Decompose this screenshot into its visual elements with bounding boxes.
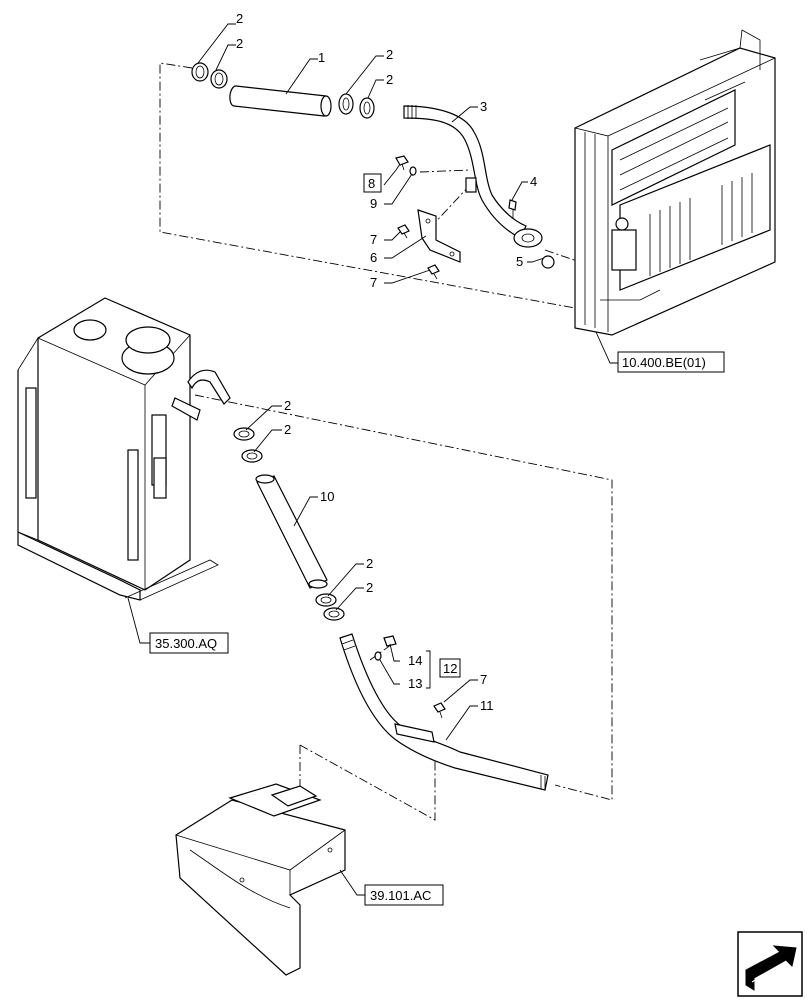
callout-3: 3 — [480, 99, 487, 114]
bolt-7-lower — [427, 264, 440, 280]
bracket-6 — [417, 209, 461, 263]
callout-14: 14 — [408, 653, 422, 668]
hose-clamp — [315, 593, 337, 607]
callout-6: 6 — [370, 250, 377, 265]
callout-1: 1 — [318, 50, 325, 65]
ref-link-tank[interactable]: 35.300.AQ — [149, 632, 229, 654]
assembly-line-bracket — [429, 184, 471, 229]
ref-label-radiator: 10.400.BE(01) — [622, 355, 706, 370]
bolt-7-pipe11 — [433, 702, 446, 719]
callout-2: 2 — [284, 422, 291, 437]
hydraulic-tank — [17, 297, 231, 601]
callout-2: 2 — [284, 398, 291, 413]
callout-7: 7 — [480, 672, 487, 687]
callout-12: 12 — [443, 661, 457, 676]
washer-9 — [409, 166, 417, 176]
hose-clamp — [210, 69, 228, 89]
callout-2: 2 — [236, 11, 243, 26]
ref-link-support[interactable]: 39.101.AC — [364, 884, 444, 906]
callout-2: 2 — [386, 47, 393, 62]
o-ring-5 — [541, 255, 555, 269]
ref-link-radiator[interactable]: 10.400.BE(01) — [617, 351, 725, 373]
bolt-8 — [395, 155, 409, 171]
hose-clamp — [241, 449, 263, 463]
assembly-line-lower — [299, 744, 436, 821]
hose-clamp — [233, 427, 255, 441]
callout-11: 11 — [480, 698, 494, 713]
radiator-assembly — [574, 29, 776, 336]
assembly-line-flange — [544, 249, 581, 263]
callout-9: 9 — [370, 196, 377, 211]
next-page-arrow-icon[interactable] — [737, 931, 803, 997]
hose-clamp — [323, 607, 345, 621]
hose-10 — [255, 474, 328, 589]
assembly-line-pipe3 — [419, 169, 471, 173]
callout-2: 2 — [366, 580, 373, 595]
callout-13: 13 — [408, 676, 422, 691]
hose-clamp — [338, 93, 354, 115]
support-bracket — [175, 783, 346, 976]
pipe-3 — [403, 105, 543, 248]
callout-2: 2 — [236, 36, 243, 51]
ref-label-support: 39.101.AC — [370, 888, 431, 903]
callout-10: 10 — [320, 489, 334, 504]
callout-7: 7 — [370, 275, 377, 290]
bolt-7-upper — [397, 224, 410, 239]
assembly-line-upper — [159, 62, 576, 309]
leader-lines — [127, 23, 618, 896]
callout-8-box — [363, 173, 382, 193]
hose-1 — [229, 85, 332, 117]
bolt-4 — [508, 199, 517, 218]
pipe-11 — [339, 633, 549, 791]
callout-4: 4 — [530, 174, 537, 189]
callout-12-box — [439, 658, 461, 678]
callout-2: 2 — [366, 556, 373, 571]
bolt-14 — [383, 635, 397, 647]
callout-5: 5 — [516, 254, 523, 269]
assembly-line-middle — [194, 394, 613, 801]
callout-2: 2 — [386, 72, 393, 87]
callout-8: 8 — [368, 176, 375, 191]
washer-13 — [374, 651, 382, 661]
callout-7: 7 — [370, 232, 377, 247]
ref-label-tank: 35.300.AQ — [155, 636, 217, 651]
hose-clamp — [359, 97, 375, 119]
hose-clamp — [191, 62, 209, 82]
